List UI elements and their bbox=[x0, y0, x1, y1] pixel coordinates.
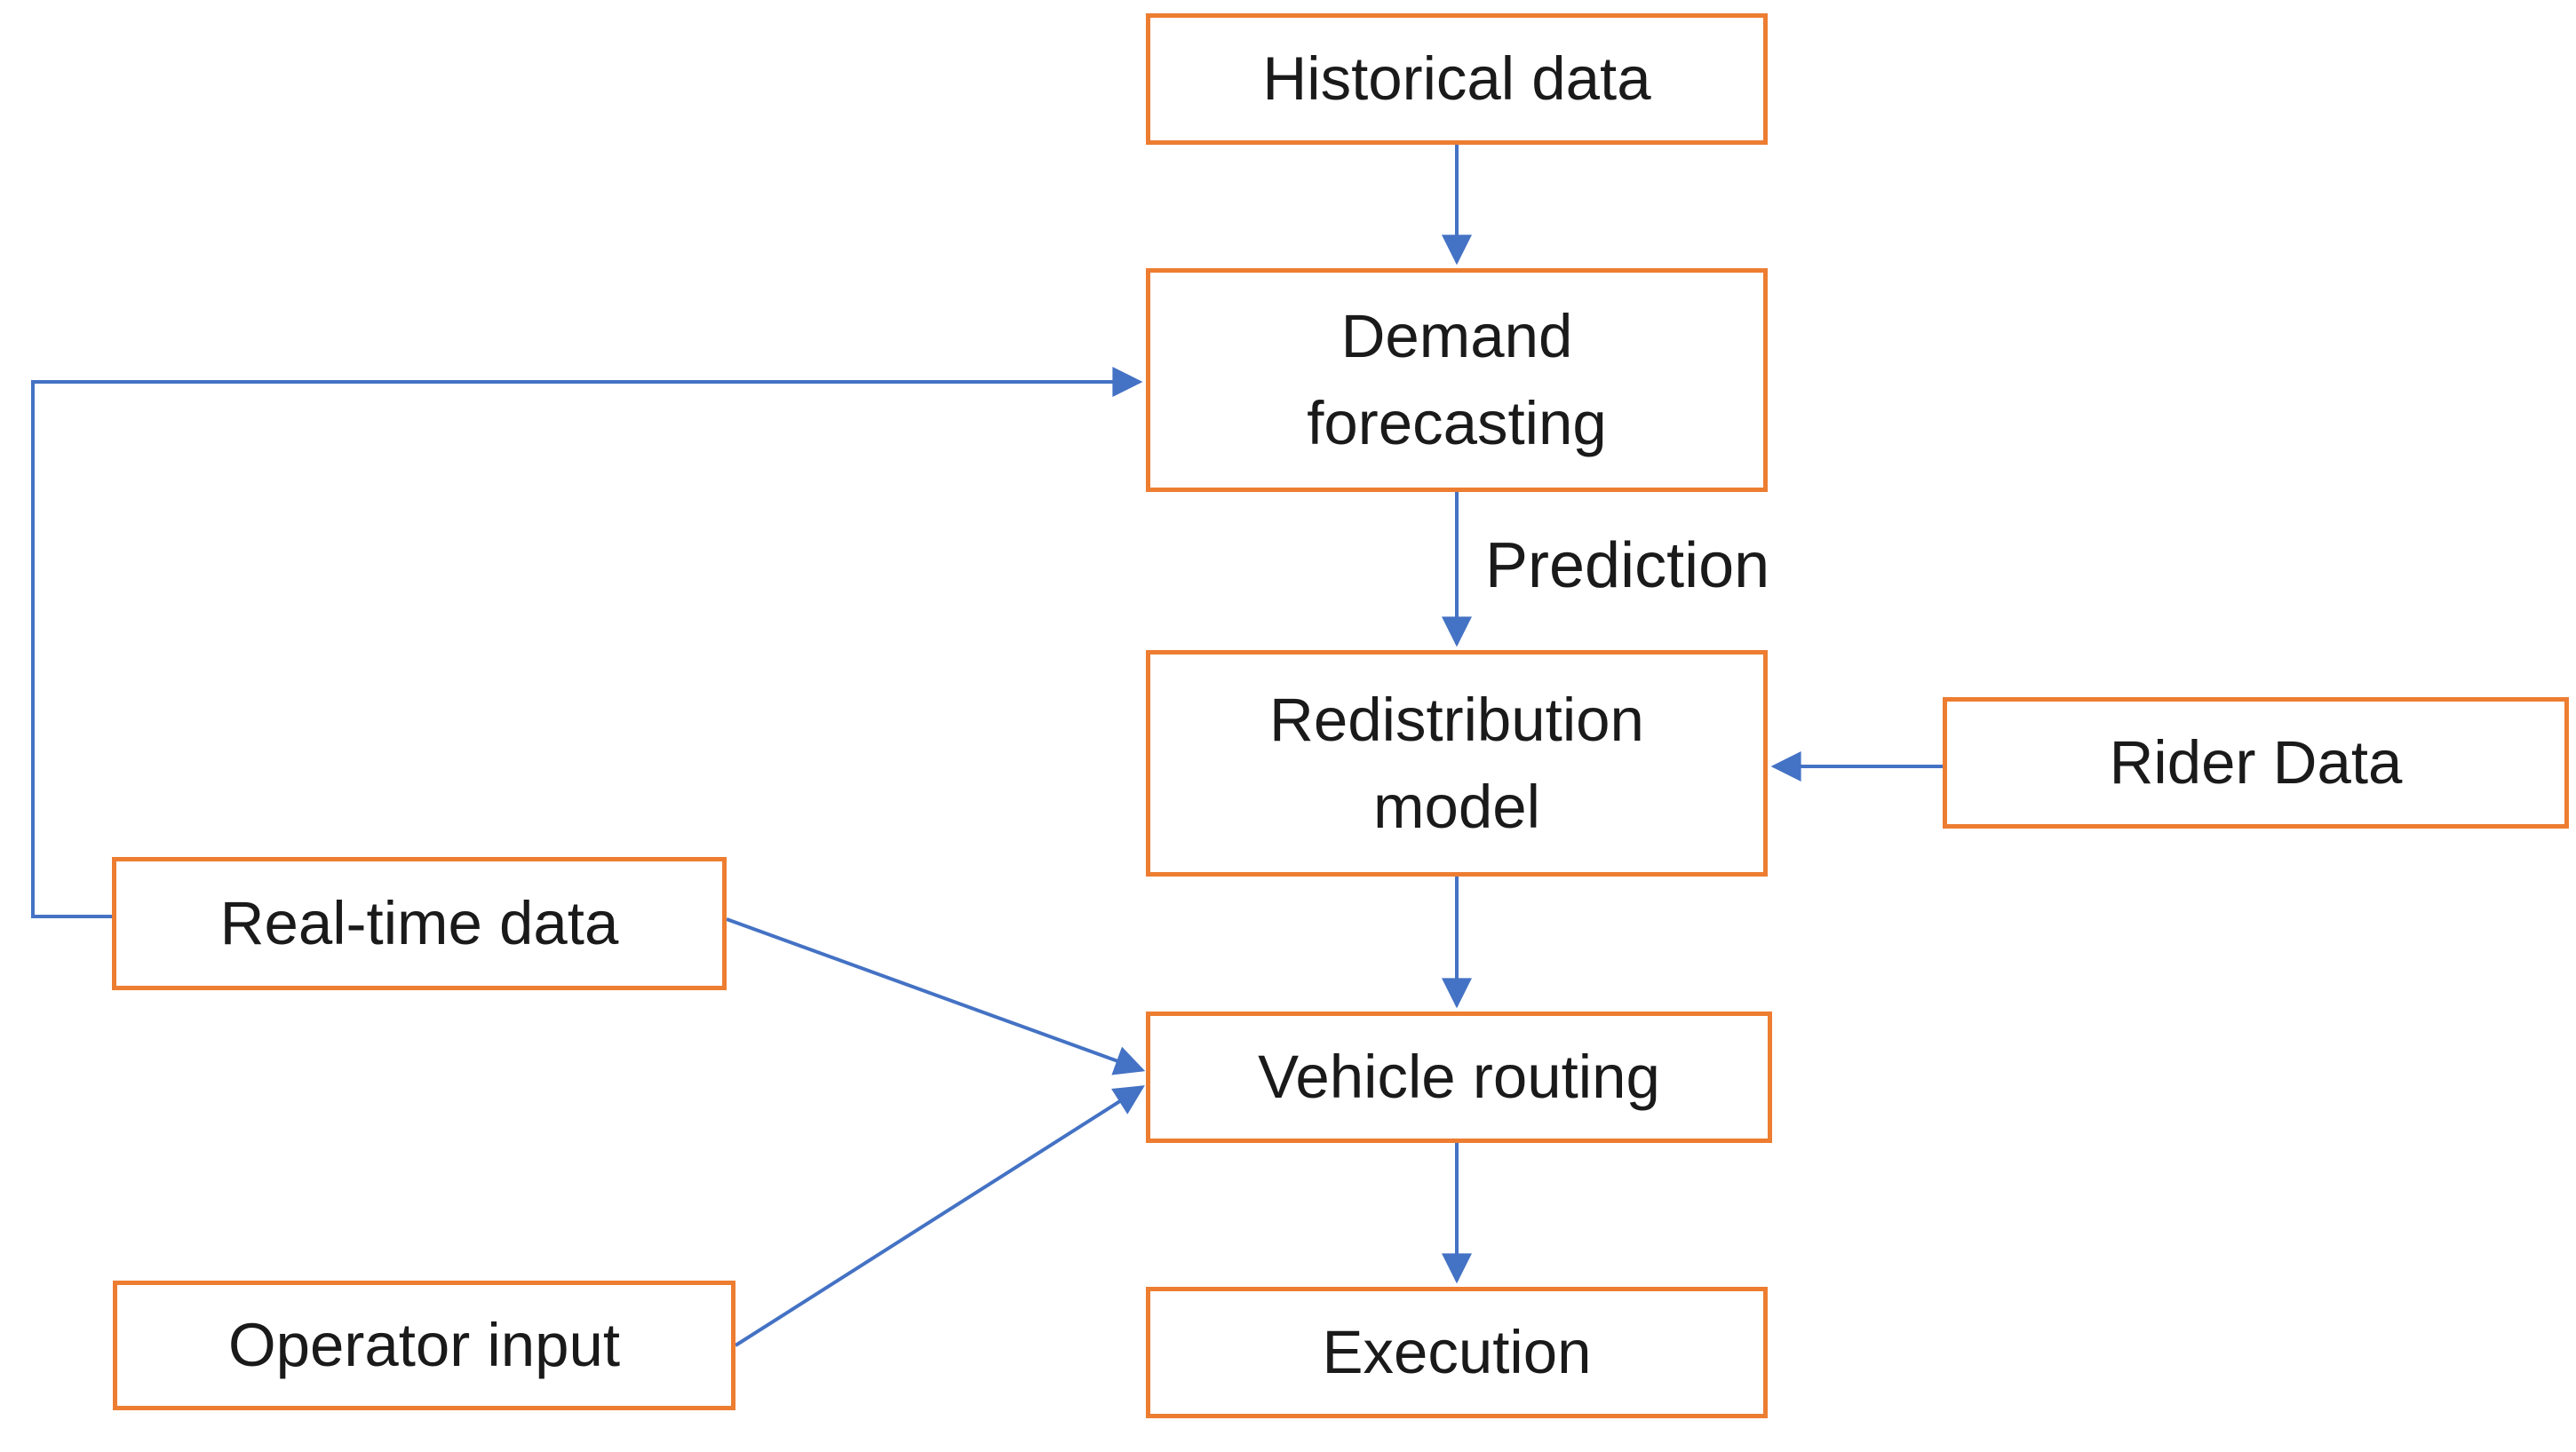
node-rider-data-label: Rider Data bbox=[2109, 728, 2403, 797]
node-vehicle-routing-label: Vehicle routing bbox=[1258, 1043, 1660, 1112]
edge-realtime-to-vehicle bbox=[726, 917, 1146, 1075]
node-execution: Execution bbox=[1146, 1287, 1768, 1418]
node-operator-input-label: Operator input bbox=[227, 1311, 621, 1380]
node-demand-forecasting: Demand forecasting bbox=[1146, 268, 1768, 492]
node-historical-data-label: Historical data bbox=[1262, 44, 1651, 114]
node-operator-input: Operator input bbox=[113, 1281, 735, 1410]
node-vehicle-routing: Vehicle routing bbox=[1146, 1012, 1772, 1143]
edge-operator-to-vehicle bbox=[734, 1085, 1145, 1347]
node-redistribution-model: Redistribution model bbox=[1146, 650, 1768, 877]
node-rider-data: Rider Data bbox=[1943, 697, 2569, 829]
edge-realtime-to-demand-loop bbox=[31, 367, 1143, 918]
node-historical-data: Historical data bbox=[1146, 13, 1768, 145]
node-execution-label: Execution bbox=[1322, 1318, 1592, 1387]
edge-label-prediction: Prediction bbox=[1485, 530, 1770, 601]
node-redistribution-model-label: Redistribution model bbox=[1269, 685, 1644, 841]
node-real-time-data-label: Real-time data bbox=[219, 889, 619, 958]
node-demand-forecasting-label: Demand forecasting bbox=[1307, 302, 1607, 457]
node-real-time-data: Real-time data bbox=[112, 857, 727, 990]
